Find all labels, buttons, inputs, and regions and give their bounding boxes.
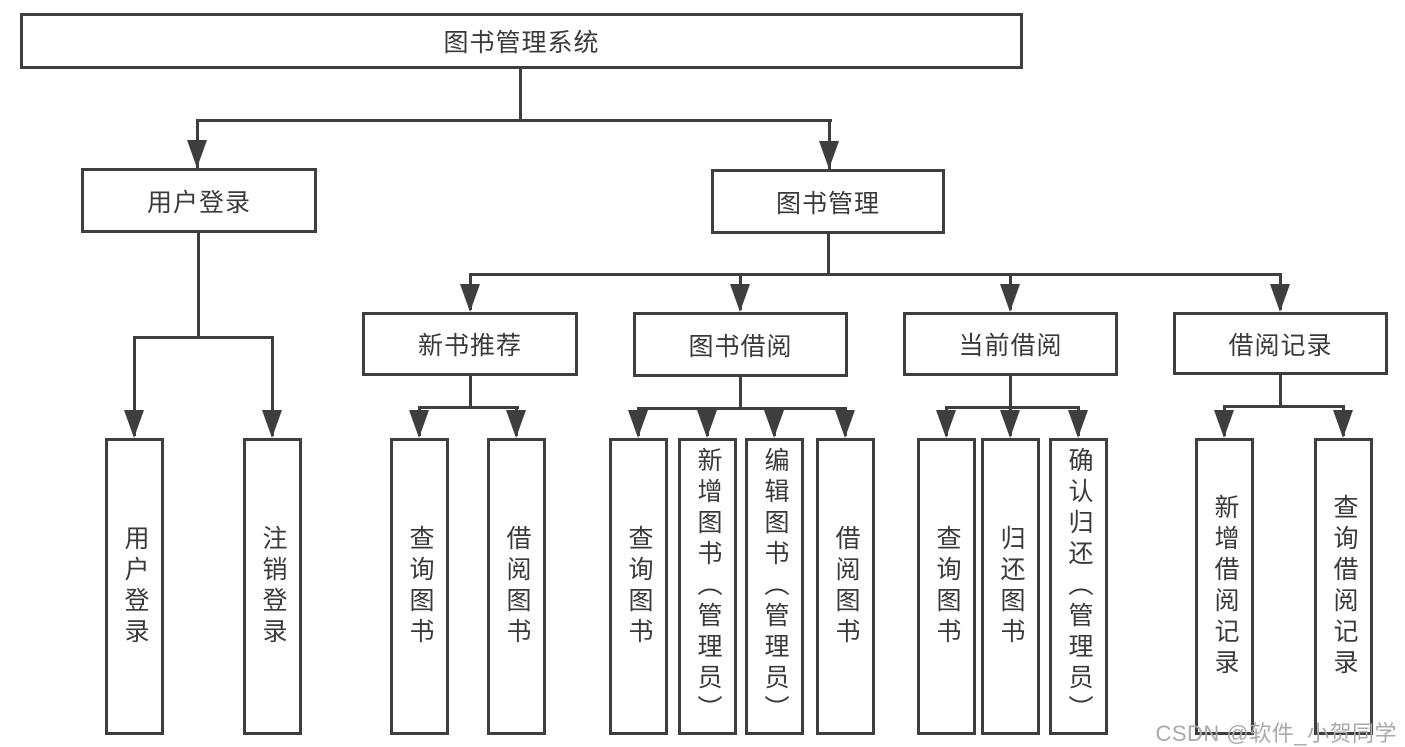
connector-line xyxy=(827,234,830,276)
arrow-down-icon xyxy=(628,410,648,438)
connector-line xyxy=(519,69,522,122)
connector-line xyxy=(1223,405,1345,408)
arrow-down-icon xyxy=(506,410,526,438)
connector-line xyxy=(196,119,832,122)
connector-line xyxy=(418,406,519,409)
connector-line xyxy=(739,376,742,410)
arrow-down-icon xyxy=(460,284,480,312)
leaf-label: 借阅图书 xyxy=(503,524,531,649)
leaf-label: 新增借阅记录 xyxy=(1211,493,1239,680)
connector-line xyxy=(637,407,846,410)
leaf-label: 查询图书 xyxy=(406,524,434,649)
leaf-label: 查询图书 xyxy=(933,524,961,649)
node-label: 新书推荐 xyxy=(417,332,522,360)
node-label: 图书管理系统 xyxy=(443,29,600,57)
leaf-query-borrow-record: 查询借阅记录 xyxy=(1314,438,1373,735)
leaf-return-book: 归还图书 xyxy=(981,438,1040,735)
connector-line xyxy=(1279,374,1282,408)
leaf-label: 注销登录 xyxy=(259,524,287,649)
connector-line xyxy=(469,375,472,409)
leaf-label: 查询图书 xyxy=(625,524,653,649)
leaf-borrow-book: 借阅图书 xyxy=(816,438,875,735)
leaf-add-borrow-record: 新增借阅记录 xyxy=(1195,438,1254,735)
leaf-confirm-return-admin: 确认归还（管理员） xyxy=(1049,438,1108,735)
arrow-down-icon xyxy=(819,141,839,169)
node-library-management-system: 图书管理系统 xyxy=(20,13,1023,69)
leaf-label: 查询借阅记录 xyxy=(1330,493,1358,680)
connector-line xyxy=(271,336,274,436)
connector-line xyxy=(197,233,200,339)
node-label: 用户登录 xyxy=(146,188,251,217)
connector-line xyxy=(1009,375,1012,409)
connector-line xyxy=(133,336,136,436)
arrow-down-icon xyxy=(1000,410,1020,438)
node-label: 当前借阅 xyxy=(958,332,1063,360)
node-user-login: 用户登录 xyxy=(81,168,317,233)
arrow-down-icon xyxy=(764,410,784,438)
arrow-down-icon xyxy=(1333,410,1353,438)
connector-line xyxy=(133,336,274,339)
leaf-label: 用户登录 xyxy=(121,524,149,649)
leaf-label: 新增图书（管理员） xyxy=(694,447,722,726)
leaf-query-book-recommend: 查询图书 xyxy=(390,438,449,735)
leaf-label: 确认归还（管理员） xyxy=(1065,447,1093,726)
node-new-book-recommend: 新书推荐 xyxy=(362,312,578,376)
node-label: 借阅记录 xyxy=(1228,331,1333,360)
node-current-borrow: 当前借阅 xyxy=(903,312,1118,376)
leaf-label: 归还图书 xyxy=(997,524,1025,649)
leaf-label: 编辑图书（管理员） xyxy=(761,447,789,726)
leaf-query-book-current: 查询图书 xyxy=(917,438,976,735)
arrow-down-icon xyxy=(697,410,717,438)
leaf-query-book: 查询图书 xyxy=(609,438,668,735)
arrow-down-icon xyxy=(1214,410,1234,438)
node-label: 图书管理 xyxy=(775,189,880,218)
node-borrow-record: 借阅记录 xyxy=(1173,312,1388,375)
node-label: 图书借阅 xyxy=(688,332,793,361)
leaf-logout: 注销登录 xyxy=(243,438,302,735)
arrow-down-icon xyxy=(124,410,144,438)
node-book-management: 图书管理 xyxy=(711,169,945,234)
leaf-add-book-admin: 新增图书（管理员） xyxy=(678,438,737,735)
watermark: CSDN @软件_小贺同学 xyxy=(1155,721,1397,746)
arrow-down-icon xyxy=(1068,410,1088,438)
arrow-down-icon xyxy=(835,410,855,438)
arrow-down-icon xyxy=(409,410,429,438)
arrow-down-icon xyxy=(262,410,282,438)
arrow-down-icon xyxy=(1270,284,1290,312)
arrow-down-icon xyxy=(187,140,207,168)
node-book-borrow: 图书借阅 xyxy=(633,312,848,377)
arrow-down-icon xyxy=(936,410,956,438)
connector-line xyxy=(945,406,1080,409)
leaf-borrow-book-recommend: 借阅图书 xyxy=(487,438,546,735)
leaf-user-login: 用户登录 xyxy=(105,438,164,735)
arrow-down-icon xyxy=(1000,284,1020,312)
connector-line xyxy=(469,273,1281,276)
leaf-edit-book-admin: 编辑图书（管理员） xyxy=(745,438,804,735)
leaf-label: 借阅图书 xyxy=(832,524,860,649)
arrow-down-icon xyxy=(730,284,750,312)
